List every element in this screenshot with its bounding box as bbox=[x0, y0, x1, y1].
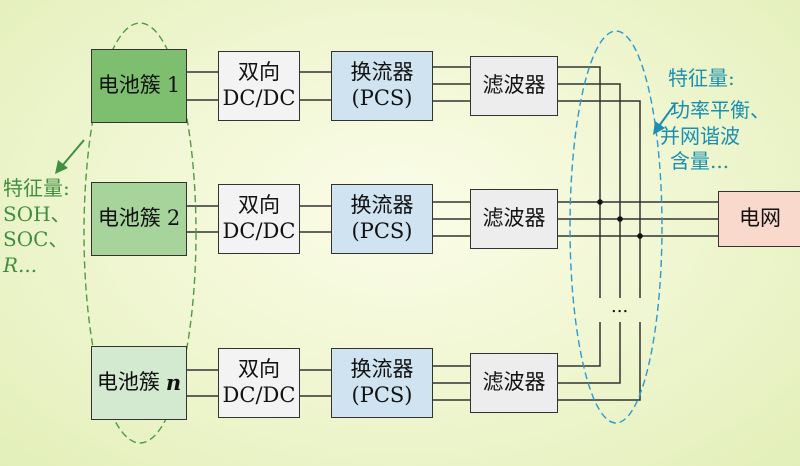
battery-feature-r: R... bbox=[3, 252, 38, 277]
filter-n-label: 滤波器 bbox=[482, 370, 546, 395]
dcdc-1-line1: 双向 bbox=[238, 60, 280, 85]
dcdc-converter-2: 双向 DC/DC bbox=[218, 184, 300, 254]
continuation-ellipsis: ... bbox=[611, 296, 629, 317]
dcdc-1-line2: DC/DC bbox=[222, 86, 296, 110]
left-arrow-shaft bbox=[61, 139, 85, 167]
right-arrow-shaft bbox=[658, 103, 676, 127]
battery-cluster-2: 电池簇 2 bbox=[91, 182, 187, 256]
grid-feature-ellipse bbox=[569, 30, 663, 424]
filter-1-label: 滤波器 bbox=[482, 73, 546, 98]
battery-cluster-2-name: 电池簇 bbox=[97, 206, 161, 231]
battery-cluster-1-index: 1 bbox=[166, 73, 181, 98]
grid-feature-harmonics: 并网谐波 bbox=[660, 123, 740, 148]
filter-2: 滤波器 bbox=[470, 189, 558, 249]
battery-feature-ellipse bbox=[83, 22, 197, 444]
pcs-2-line1: 换流器 bbox=[350, 193, 414, 218]
battery-cluster-n: 电池簇 n bbox=[91, 346, 187, 420]
battery-feature-title: 特征量: bbox=[3, 176, 70, 200]
left-arrow-head bbox=[55, 160, 68, 174]
grid-feature-lines: 功率平衡、 并网谐波 含量... bbox=[660, 98, 770, 175]
battery-cluster-2-index: 2 bbox=[166, 206, 181, 231]
grid-feature-content: 含量... bbox=[670, 149, 730, 174]
pcs-1-line2: (PCS) bbox=[351, 86, 413, 110]
power-grid-label: 电网 bbox=[739, 206, 781, 231]
battery-cluster-n-name: 电池簇 bbox=[96, 370, 160, 395]
dcdc-n-line2: DC/DC bbox=[222, 383, 296, 407]
filter-2-label: 滤波器 bbox=[482, 206, 546, 231]
pcs-n-line1: 换流器 bbox=[350, 357, 414, 382]
grid-feature-title: 特征量: bbox=[668, 66, 735, 90]
filter-n: 滤波器 bbox=[470, 353, 558, 413]
pcs-converter-n: 换流器 (PCS) bbox=[331, 348, 433, 418]
pcs-1-line1: 换流器 bbox=[350, 60, 414, 85]
right-arrow-head bbox=[653, 121, 665, 135]
battery-feature-annotation: 特征量: SOH、 SOC、 R... bbox=[3, 176, 71, 278]
battery-cluster-1-name: 电池簇 bbox=[97, 73, 161, 98]
grid-feature-annotation: 特征量: bbox=[668, 66, 735, 92]
pcs-converter-1: 换流器 (PCS) bbox=[331, 51, 433, 121]
dcdc-2-line1: 双向 bbox=[238, 193, 280, 218]
pcs-n-line2: (PCS) bbox=[351, 383, 413, 407]
pcs-converter-2: 换流器 (PCS) bbox=[331, 184, 433, 254]
battery-cluster-n-index: n bbox=[165, 370, 182, 396]
connection-wires bbox=[187, 66, 718, 401]
power-grid: 电网 bbox=[718, 191, 800, 247]
battery-feature-soc: SOC、 bbox=[3, 227, 69, 252]
pcs-2-line2: (PCS) bbox=[351, 219, 413, 243]
grid-feature-power-balance: 功率平衡、 bbox=[670, 98, 770, 122]
dcdc-n-line1: 双向 bbox=[238, 357, 280, 382]
filter-1: 滤波器 bbox=[470, 56, 558, 116]
battery-feature-soh: SOH、 bbox=[3, 201, 71, 226]
dcdc-converter-n: 双向 DC/DC bbox=[218, 348, 300, 418]
dcdc-2-line2: DC/DC bbox=[222, 219, 296, 243]
dcdc-converter-1: 双向 DC/DC bbox=[218, 51, 300, 121]
battery-cluster-1: 电池簇 1 bbox=[91, 49, 187, 123]
junction-dots bbox=[597, 199, 643, 239]
